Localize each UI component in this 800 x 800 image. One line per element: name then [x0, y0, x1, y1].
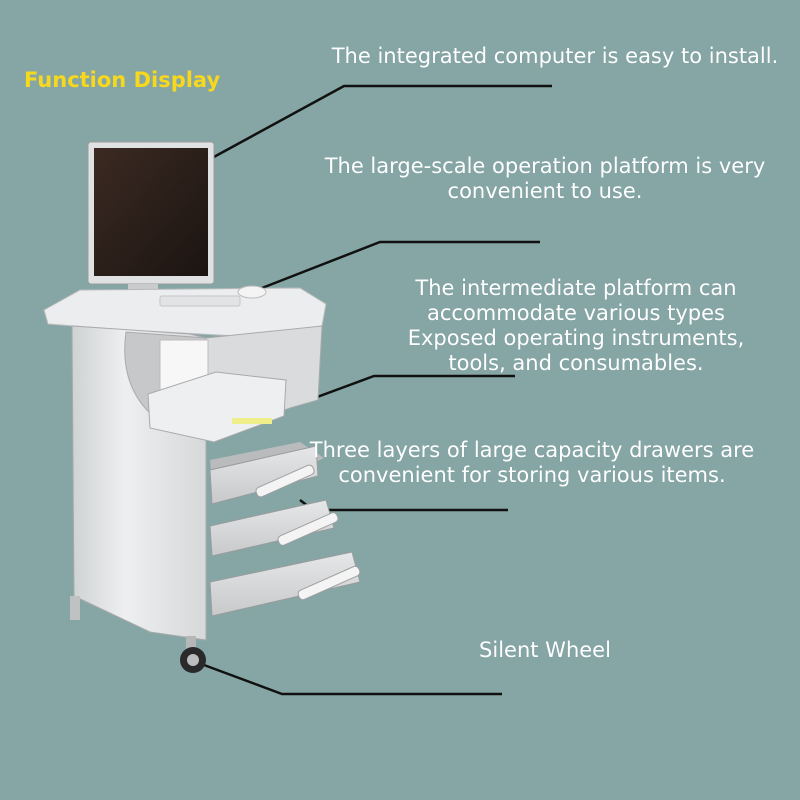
caption-integrated-computer: The integrated computer is easy to insta…: [331, 44, 779, 68]
caption-intermediate-platform: The intermediate platform can accommodat…: [407, 276, 745, 375]
caption-silent-wheel: Silent Wheel: [479, 638, 611, 662]
caption-drawers: Three layers of large capacity drawers a…: [309, 438, 755, 487]
drawers-illustration: [209, 442, 361, 617]
leader-line-wheel: [203, 663, 502, 696]
page-title: Function Display: [24, 68, 221, 92]
silent-wheel-illustration: [180, 636, 206, 673]
monitor-illustration: [87, 141, 215, 301]
leader-line-platform: [261, 240, 540, 290]
caption-operation-platform: The large-scale operation platform is ve…: [324, 154, 766, 203]
leader-line-drawers: [299, 499, 508, 512]
middle-platform-illustration: [147, 339, 287, 443]
leader-line-computer: [211, 84, 552, 160]
